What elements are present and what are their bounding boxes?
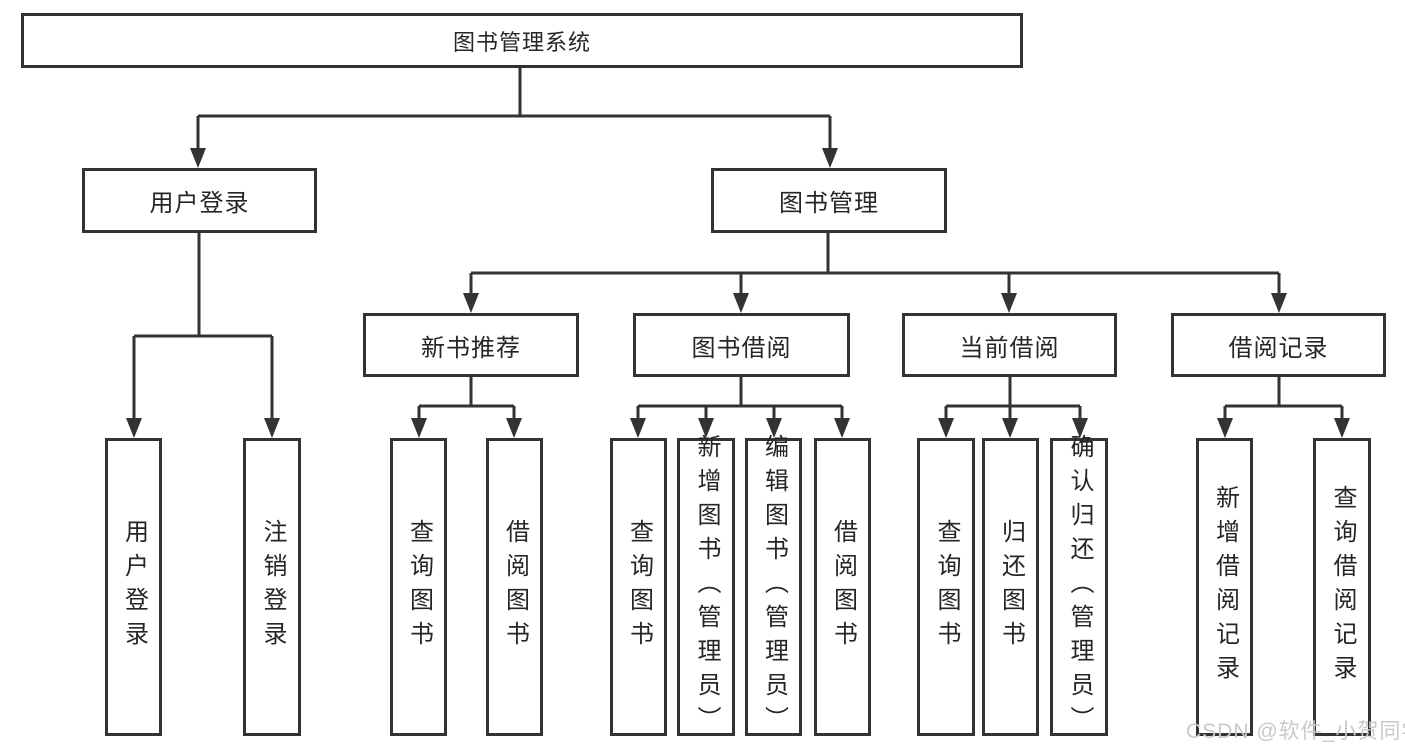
connector-root-to-level2: [190, 68, 838, 168]
leaf-borrow-books-1: 借阅图书: [486, 438, 543, 736]
node-borrow-records: 借阅记录: [1171, 313, 1386, 377]
node-label: 新增图书（管理员）: [693, 434, 720, 740]
node-book-management: 图书管理: [711, 168, 947, 233]
leaf-query-books-2: 查询图书: [610, 438, 667, 736]
node-label: 用户登录: [149, 190, 250, 217]
connector-borrow-records-children: [1217, 377, 1350, 438]
node-label: 借阅图书: [829, 519, 857, 655]
node-label: 查询图书: [405, 519, 433, 655]
node-label: 用户登录: [120, 519, 148, 655]
connector-user-login-children: [126, 233, 280, 438]
node-label: 归还图书: [997, 519, 1025, 655]
leaf-add-borrow-record: 新增借阅记录: [1196, 438, 1253, 736]
node-label: 借阅记录: [1228, 334, 1329, 362]
node-label: 当前借阅: [959, 334, 1060, 362]
node-user-login: 用户登录: [82, 168, 317, 233]
node-label: 图书管理系统: [452, 29, 591, 55]
node-label: 新增借阅记录: [1211, 485, 1239, 689]
leaf-query-borrow-record: 查询借阅记录: [1313, 438, 1371, 736]
node-label: 图书管理: [779, 190, 879, 217]
connector-current-borrow-children: [938, 377, 1088, 438]
leaf-confirm-return-admin: 确认归还（管理员）: [1050, 434, 1108, 740]
leaf-user-login: 用户登录: [105, 438, 162, 736]
node-library-management-system: 图书管理系统: [21, 13, 1023, 68]
node-label: 查询借阅记录: [1329, 485, 1356, 689]
node-label: 查询图书: [625, 519, 653, 655]
node-label: 新书推荐: [421, 334, 521, 362]
leaf-query-books-3: 查询图书: [917, 438, 975, 736]
node-book-borrow: 图书借阅: [633, 313, 850, 377]
connector-book-borrow-children: [630, 377, 850, 438]
leaf-logout: 注销登录: [243, 438, 301, 736]
node-label: 查询图书: [933, 519, 960, 655]
node-new-book-recommend: 新书推荐: [363, 313, 579, 377]
leaf-borrow-books-2: 借阅图书: [814, 438, 871, 736]
connector-new-book-rec-children: [411, 377, 522, 438]
node-label: 图书借阅: [691, 334, 792, 362]
node-label: 编辑图书（管理员）: [760, 434, 788, 740]
connector-book-mgmt-children: [463, 233, 1287, 313]
node-label: 确认归还（管理员）: [1066, 434, 1093, 740]
leaf-query-books-1: 查询图书: [390, 438, 447, 736]
leaf-add-books-admin: 新增图书（管理员）: [677, 434, 735, 740]
node-label: 借阅图书: [501, 519, 529, 655]
leaf-edit-books-admin: 编辑图书（管理员）: [745, 434, 802, 740]
leaf-return-books: 归还图书: [982, 438, 1039, 736]
node-current-borrow: 当前借阅: [902, 313, 1117, 377]
node-label: 注销登录: [259, 519, 286, 655]
